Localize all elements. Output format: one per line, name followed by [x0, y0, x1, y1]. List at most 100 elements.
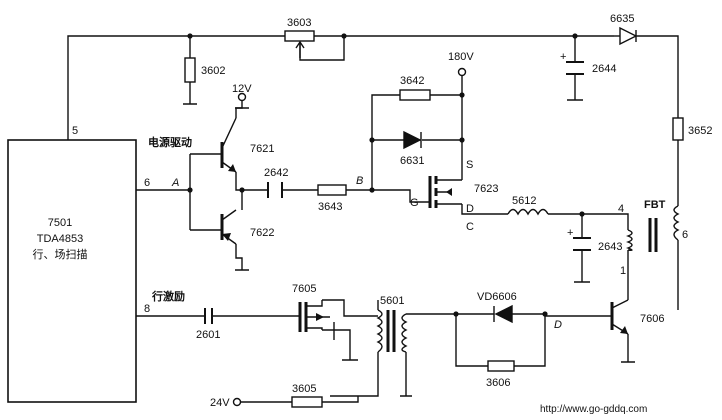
junction [187, 187, 193, 193]
resistor-3642 [399, 89, 431, 101]
label-7605: 7605 [292, 283, 316, 295]
junction [572, 33, 578, 39]
label-2643: 2643 [598, 241, 622, 253]
resistor-3605 [291, 396, 323, 408]
label-line-drive: 行激励 [151, 289, 185, 303]
label-7606: 7606 [640, 313, 664, 325]
label-2601: 2601 [196, 329, 220, 341]
label-3605: 3605 [292, 383, 316, 395]
label-2642: 2642 [264, 167, 288, 179]
label-2644: 2644 [592, 63, 616, 75]
ic-part: TDA4853 [37, 233, 83, 245]
node-b: B [356, 175, 363, 187]
primary-coil-icon [376, 309, 383, 353]
label-180v: 180V [448, 51, 474, 63]
wire-pushpull-base [189, 153, 222, 231]
emitter-arrow-icon [228, 164, 236, 172]
junction [369, 137, 375, 143]
fbt-pin-4: 4 [618, 203, 624, 215]
label-6635: 6635 [610, 13, 634, 25]
wiper-arrow-icon [295, 40, 305, 58]
wire-5601-secondary [400, 313, 456, 397]
ground-stubs [235, 107, 249, 271]
wire-2644 [567, 36, 583, 101]
junction [187, 33, 193, 39]
wire-vd6606-net [455, 313, 546, 367]
terminal-24v [232, 397, 242, 407]
label-3603: 3603 [287, 17, 311, 29]
fbt-transformer: FBT 4 1 6 [618, 199, 688, 277]
label-3643: 3643 [318, 201, 342, 213]
fbt-secondary-coil-icon [673, 205, 680, 241]
node-a: A [171, 177, 179, 189]
label-7622: 7622 [250, 227, 274, 239]
transformer-5601: 5601 [376, 295, 408, 353]
diode-6631 [403, 130, 422, 150]
label-3602: 3602 [201, 65, 225, 77]
label-7623: 7623 [474, 183, 498, 195]
resistor-3602 [184, 57, 196, 83]
collector-emitter [221, 209, 237, 245]
mos-gate: G [410, 197, 419, 209]
wires [67, 35, 679, 403]
terminal-12v [237, 92, 247, 102]
fbt-pin-6: 6 [682, 229, 688, 241]
pin-5: 5 [72, 125, 78, 137]
diodes: 6635 6631 VD6606 [400, 13, 638, 324]
resistor-3643 [317, 184, 347, 196]
transistor-7621: 7621 [220, 117, 274, 173]
channel-arrow-icon [316, 313, 324, 321]
label-7621: 7621 [250, 143, 274, 155]
diode-vd6606 [493, 304, 513, 324]
wire-2643 [574, 214, 590, 283]
mos-source: S [466, 159, 473, 171]
polarity-plus-icon: + [567, 227, 573, 239]
mos-c: C [466, 221, 474, 233]
wire-24v [240, 396, 359, 403]
label-24v: 24V [210, 397, 230, 409]
wire-7621-collector [235, 100, 243, 118]
pin-8: 8 [144, 303, 150, 315]
wire-5612-to-fbt [548, 213, 629, 230]
wire-emitters [235, 172, 268, 210]
label-5612: 5612 [512, 195, 536, 207]
wire-gate [372, 189, 430, 203]
node-d: D [554, 319, 562, 331]
junction [579, 211, 585, 217]
label-3642: 3642 [400, 75, 424, 87]
pin-6: 6 [144, 177, 150, 189]
fbt-pin-1: 1 [620, 265, 626, 277]
terminal-180v [457, 67, 467, 77]
label-3606: 3606 [486, 377, 510, 389]
transistor-7606: 7606 [610, 299, 664, 335]
channel-arrow-icon [446, 188, 452, 196]
emitter-arrow-icon [222, 233, 231, 241]
ic-designator: 7501 [48, 217, 72, 229]
junctions [187, 33, 585, 317]
watermark: http://www.go-gddq.com [540, 404, 647, 415]
transistor-7622: 7622 [220, 209, 274, 245]
label-3652: 3652 [688, 125, 712, 137]
label-5601: 5601 [380, 295, 404, 307]
capacitors: + 2644 2642 + 2643 2601 [196, 51, 622, 341]
ic-body [7, 139, 137, 403]
fbt-primary-coil-icon [626, 229, 633, 251]
junction [341, 33, 347, 39]
label-vd6606: VD6606 [477, 291, 517, 303]
mosfet-7605: 7605 [292, 283, 330, 332]
wire-7606 [621, 290, 635, 363]
fbt-core [648, 218, 658, 252]
inductor-5612: 5612 [507, 195, 549, 216]
ic-function: 行、场扫描 [33, 247, 88, 261]
wire-top-rail [67, 35, 285, 140]
diode-6635 [619, 26, 638, 46]
wire-3602 [183, 36, 197, 105]
inductor-coil-icon [507, 208, 549, 216]
wire-6635-to-right [636, 35, 679, 118]
junction [369, 187, 375, 193]
capacitor-2644 [566, 61, 584, 75]
ic-7501: 7501 TDA4853 行、场扫描 5 6 8 [7, 125, 150, 403]
collector-emitter [221, 117, 237, 173]
junction [459, 92, 465, 98]
